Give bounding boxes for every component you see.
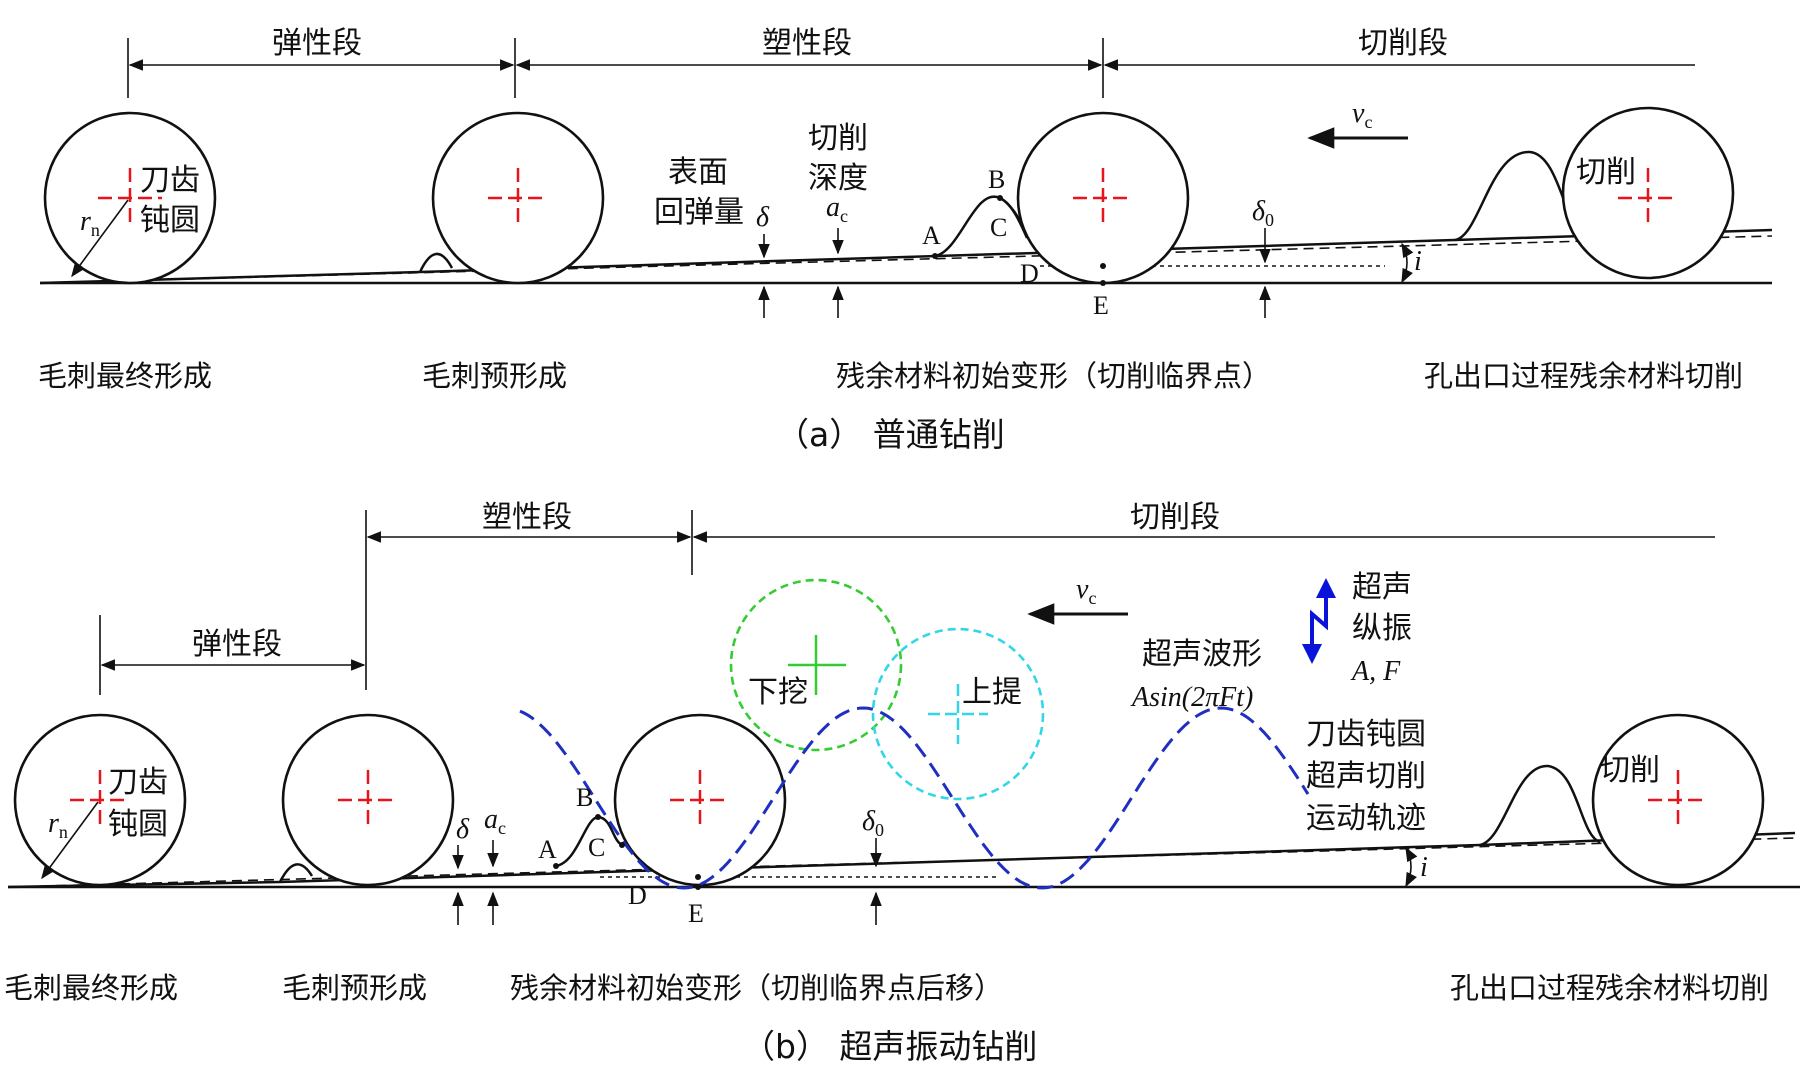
vc-label: vc [1352,98,1372,132]
workpiece-surface [39,228,1773,285]
angle-arc [1405,846,1418,888]
delta0-label: δ0 [1252,196,1274,230]
tooth-label: 刀齿 [140,163,200,198]
caption-a: （a） 普通钻削 [776,415,1005,454]
center-mark [70,770,1708,830]
label-a: A [922,221,941,250]
panel-b: 塑性段 切削段 弹性段 [4,500,1800,1066]
stage-pre-burr: 毛刺预形成 [422,359,567,393]
ac-label: ac [484,804,506,838]
bump-edge [999,196,1029,239]
radius-label: rn [48,808,68,842]
label-e: E [1093,291,1109,320]
ultrasonic-label-2: 纵振 [1352,611,1412,646]
point-a [553,863,559,869]
stage-final-burr: 毛刺最终形成 [38,359,212,393]
label-d: D [1020,259,1039,288]
stage-pre-burr: 毛刺预形成 [282,971,427,1005]
label-c: C [588,833,605,862]
segment-plastic: 塑性段 [762,26,852,61]
point-a [932,253,938,259]
stage-exit-cutting: 孔出口过程残余材料切削 [1450,971,1769,1005]
lift-label: 上提 [962,675,1022,710]
exit-burr [1479,764,1601,847]
angle-arc [1401,242,1414,284]
ultrasonic-label-1: 超声 [1352,570,1412,605]
segment-cutting: 切削段 [1130,500,1220,535]
vibration-arrow [1302,578,1336,664]
panel-a: 弹性段 塑性段 切削段 rn 刀齿 钝圆 表面 [38,26,1773,454]
surface-springback-label-2: 回弹量 [654,195,744,230]
angle-label: i [1420,852,1428,883]
trajectory-label-3: 运动轨迹 [1306,801,1426,836]
slope-reference-line [39,235,1773,284]
label-b: B [988,165,1005,194]
radius-arrow [41,801,99,880]
radius-arrow [71,199,129,278]
segment-elastic: 弹性段 [192,627,282,662]
pre-burr [278,863,314,883]
vc-label: vc [1076,574,1096,608]
dig-center-mark [788,635,846,695]
label-a: A [538,835,557,864]
waveform-label-1: 超声波形 [1142,637,1262,672]
cut-label: 切削 [1600,753,1660,788]
center-mark [98,168,1678,228]
surface-springback-label-1: 表面 [668,155,728,190]
blunt-label: 钝圆 [108,807,168,842]
stage-final-burr: 毛刺最终形成 [4,971,178,1005]
trajectory-label-2: 超声切削 [1306,759,1426,794]
label-e: E [688,899,704,928]
workpiece-surface [7,831,1796,889]
cut-depth-label-1: 切削 [808,121,868,156]
dig-circle [729,578,903,752]
segment-elastic: 弹性段 [272,26,362,61]
waveform-label-2: Asin(2πFt) [1130,682,1253,713]
blunt-label: 钝圆 [140,203,200,238]
point-e [1100,280,1106,286]
cut-depth-label-2: 深度 [808,161,868,196]
cut-label: 切削 [1576,155,1636,190]
point-center-e [695,874,701,880]
point-c [619,842,625,848]
delta0-label: δ0 [862,806,884,840]
radius-label: rn [80,206,100,240]
label-d: D [628,881,647,910]
lift-center-mark [928,684,988,744]
dig-label: 下挖 [748,675,808,710]
stage-exit-cutting: 孔出口过程残余材料切削 [1424,359,1743,393]
segment-cutting: 切削段 [1358,26,1448,61]
stage-initial-deformation: 残余材料初始变形（切削临界点后移） [510,971,1003,1005]
delta-label: δ [756,202,770,233]
stage-initial-deformation: 残余材料初始变形（切削临界点） [836,359,1271,393]
point-e [695,884,701,890]
trajectory-label-1: 刀齿钝圆 [1306,717,1426,752]
point-center-e [1100,263,1106,269]
tooth-label: 刀齿 [108,765,168,800]
ultrasonic-label-3: A, F [1350,656,1401,687]
point-b [997,195,1003,201]
slope-reference-line [7,837,1796,888]
caption-b: （b） 超声振动钻削 [742,1027,1037,1066]
delta-label: δ [456,814,470,845]
ac-label: ac [826,192,848,226]
label-b: B [576,783,593,812]
lift-circle [871,627,1045,801]
point-b [595,814,601,820]
angle-label: i [1414,246,1422,277]
segment-plastic: 塑性段 [482,500,572,535]
pre-burr [418,252,454,273]
label-c: C [990,213,1007,242]
